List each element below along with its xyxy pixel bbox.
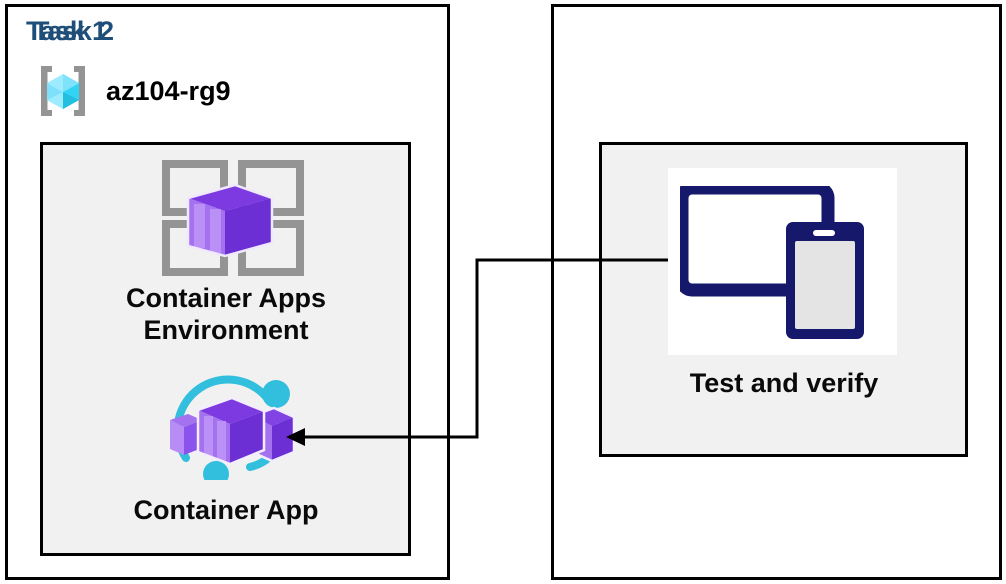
task-2-title: Task 2 [33,16,114,46]
test-and-verify-label: Test and verify [689,368,879,398]
container-app-label: Container App [133,495,319,525]
container-app-icon [158,372,313,487]
resource-group-icon [32,60,94,122]
task-1-title: Task 1 [26,16,107,46]
resource-group-row: az104-rg9 [32,60,231,122]
devices-test-icon [675,181,890,341]
container-apps-environment-label: Container Apps Environment [125,283,326,345]
resource-group-label: az104-rg9 [106,75,231,106]
container-apps-environment-icon [152,158,318,276]
